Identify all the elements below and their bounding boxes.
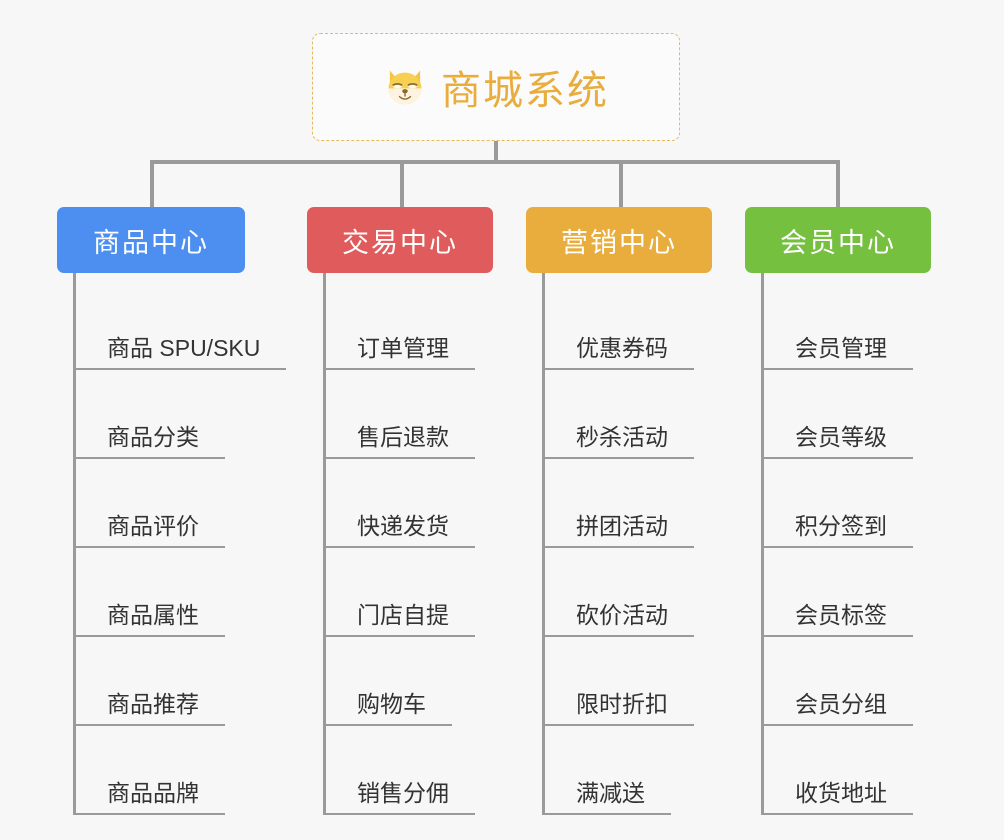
leaf-item[interactable]: 商品评价 [73,459,357,548]
leaf-item[interactable]: 限时折扣 [542,637,816,726]
leaf-label: 收货地址 [761,780,913,815]
leaf-label: 售后退款 [323,424,475,459]
leaf-item[interactable]: 商品属性 [73,548,357,637]
root-node[interactable]: 商城系统 [312,33,680,141]
leaf-label: 砍价活动 [542,602,694,637]
leaf-label: 快递发货 [323,513,475,548]
leaf-label: 限时折扣 [542,691,694,726]
leaf-item[interactable]: 售后退款 [323,370,597,459]
leaf-label: 订单管理 [323,335,475,370]
leaf-spine [761,273,764,815]
shiba-dog-icon [383,65,427,109]
connector-drop-trade-center [400,160,404,208]
column-marketing-center: 营销中心 优惠券码 秒杀活动 拼团活动 砍价活动 限时折扣 满减送 [526,207,816,815]
leaf-label: 拼团活动 [542,513,694,548]
category-label: 交易中心 [342,227,458,258]
leaf-label: 商品评价 [73,513,225,548]
category-node-member-center[interactable]: 会员中心 [745,207,931,273]
leaf-item[interactable]: 收货地址 [761,726,1004,815]
connector-bus [150,160,840,164]
column-trade-center: 交易中心 订单管理 售后退款 快递发货 门店自提 购物车 销售分佣 [307,207,597,815]
leaf-label: 优惠券码 [542,335,694,370]
category-label: 会员中心 [780,227,896,258]
leaf-item[interactable]: 商品推荐 [73,637,357,726]
leaf-spine [73,273,76,815]
leaf-item[interactable]: 满减送 [542,726,816,815]
leaf-label: 积分签到 [761,513,913,548]
category-label: 商品中心 [93,227,209,258]
leaf-item[interactable]: 订单管理 [323,281,597,370]
leaf-item[interactable]: 优惠券码 [542,281,816,370]
leaf-item[interactable]: 门店自提 [323,548,597,637]
root-title: 商城系统 [441,69,609,113]
leaf-item[interactable]: 商品 SPU/SKU [73,281,357,370]
leaf-list-marketing-center: 优惠券码 秒杀活动 拼团活动 砍价活动 限时折扣 满减送 [542,273,816,815]
leaf-label: 商品推荐 [73,691,225,726]
leaf-item[interactable]: 会员等级 [761,370,1004,459]
leaf-spine [323,273,326,815]
category-node-product-center[interactable]: 商品中心 [57,207,245,273]
connector-drop-product-center [150,160,154,208]
leaf-item[interactable]: 商品品牌 [73,726,357,815]
leaf-label: 商品属性 [73,602,225,637]
leaf-list-member-center: 会员管理 会员等级 积分签到 会员标签 会员分组 收货地址 [761,273,1004,815]
leaf-item[interactable]: 会员标签 [761,548,1004,637]
column-product-center: 商品中心 商品 SPU/SKU 商品分类 商品评价 商品属性 商品推荐 商品品牌 [57,207,357,815]
leaf-spine [542,273,545,815]
category-label: 营销中心 [561,227,677,258]
column-member-center: 会员中心 会员管理 会员等级 积分签到 会员标签 会员分组 收货地址 [745,207,1004,815]
leaf-item[interactable]: 会员管理 [761,281,1004,370]
leaf-label: 满减送 [542,780,671,815]
category-node-marketing-center[interactable]: 营销中心 [526,207,712,273]
leaf-label: 会员等级 [761,424,913,459]
leaf-list-trade-center: 订单管理 售后退款 快递发货 门店自提 购物车 销售分佣 [323,273,597,815]
leaf-item[interactable]: 积分签到 [761,459,1004,548]
leaf-item[interactable]: 砍价活动 [542,548,816,637]
leaf-label: 购物车 [323,691,452,726]
leaf-label: 会员标签 [761,602,913,637]
leaf-label: 会员管理 [761,335,913,370]
leaf-item[interactable]: 商品分类 [73,370,357,459]
leaf-label: 会员分组 [761,691,913,726]
leaf-label: 销售分佣 [323,780,475,815]
leaf-label: 门店自提 [323,602,475,637]
leaf-item[interactable]: 拼团活动 [542,459,816,548]
leaf-item[interactable]: 销售分佣 [323,726,597,815]
leaf-label: 商品 SPU/SKU [73,335,287,370]
leaf-item[interactable]: 会员分组 [761,637,1004,726]
leaf-label: 商品分类 [73,424,225,459]
leaf-label: 秒杀活动 [542,424,694,459]
leaf-item[interactable]: 秒杀活动 [542,370,816,459]
leaf-label: 商品品牌 [73,780,225,815]
leaf-list-product-center: 商品 SPU/SKU 商品分类 商品评价 商品属性 商品推荐 商品品牌 [73,273,357,815]
category-node-trade-center[interactable]: 交易中心 [307,207,493,273]
connector-drop-marketing-center [619,160,623,208]
connector-root-stem [494,141,498,164]
leaf-item[interactable]: 购物车 [323,637,597,726]
leaf-item[interactable]: 快递发货 [323,459,597,548]
connector-drop-member-center [836,160,840,208]
